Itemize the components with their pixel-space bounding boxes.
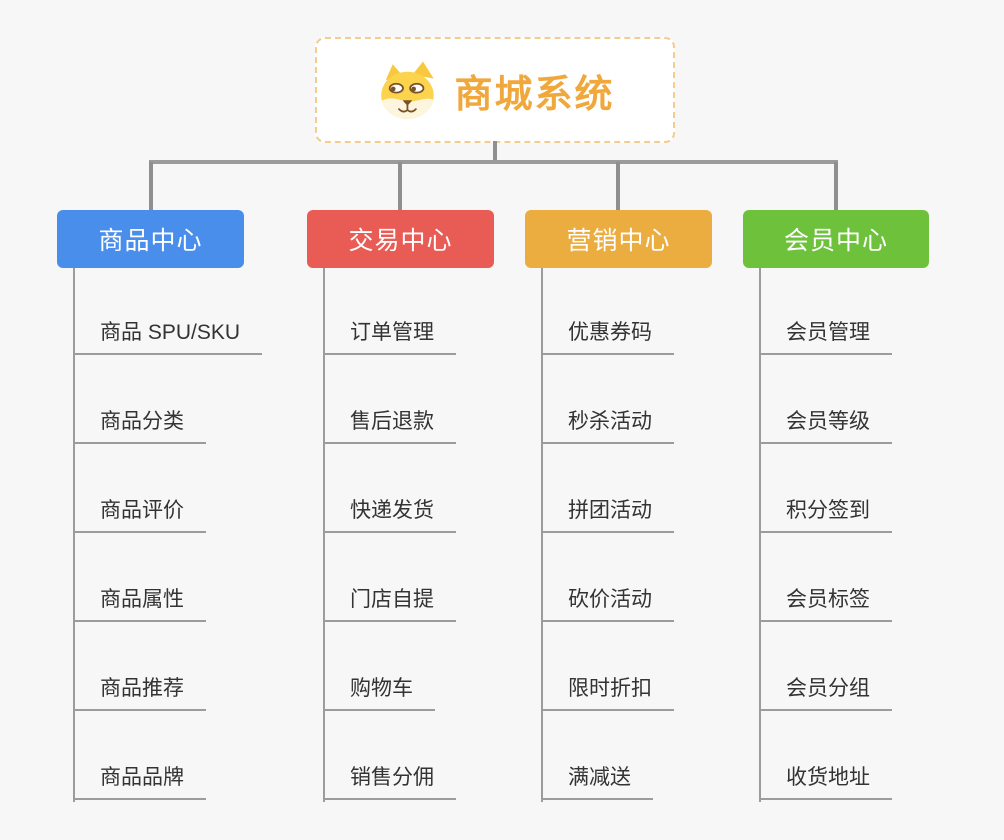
- leaf-node[interactable]: 销售分佣: [323, 765, 456, 800]
- leaf-node[interactable]: 满减送: [541, 765, 653, 800]
- leaf-node[interactable]: 门店自提: [323, 587, 456, 622]
- root-node[interactable]: 商城系统: [315, 37, 675, 143]
- leaf-node[interactable]: 收货地址: [759, 765, 892, 800]
- leaf-node[interactable]: 商品品牌: [73, 765, 206, 800]
- branch-node-members[interactable]: 会员中心: [743, 210, 929, 268]
- leaf-node[interactable]: 商品评价: [73, 498, 206, 533]
- leaf-node[interactable]: 限时折扣: [541, 676, 674, 711]
- leaf-node[interactable]: 砍价活动: [541, 587, 674, 622]
- leaf-node[interactable]: 积分签到: [759, 498, 892, 533]
- connector-branch-spine: [759, 268, 761, 802]
- connector-branch-spine: [323, 268, 325, 802]
- branch-node-marketing[interactable]: 营销中心: [525, 210, 712, 268]
- connector-drop-trade: [398, 162, 402, 210]
- branch-node-trade[interactable]: 交易中心: [307, 210, 494, 268]
- leaf-node[interactable]: 拼团活动: [541, 498, 674, 533]
- leaf-node[interactable]: 商品 SPU/SKU: [73, 320, 263, 355]
- leaf-node[interactable]: 商品推荐: [73, 676, 206, 711]
- connector-branch-spine: [541, 268, 543, 802]
- connector-drop-members: [834, 162, 838, 210]
- branch-node-products[interactable]: 商品中心: [57, 210, 244, 268]
- leaf-node[interactable]: 会员分组: [759, 676, 892, 711]
- root-title: 商城系统: [454, 73, 615, 116]
- connector-branch-spine: [73, 268, 75, 802]
- leaf-node[interactable]: 购物车: [323, 676, 435, 711]
- connector-bus: [149, 160, 838, 164]
- connector-drop-products: [149, 162, 153, 210]
- leaf-node[interactable]: 会员管理: [759, 320, 892, 355]
- doge-icon: [381, 61, 435, 119]
- leaf-node[interactable]: 会员等级: [759, 409, 892, 444]
- connector-root-stem: [493, 141, 497, 162]
- leaf-node[interactable]: 优惠券码: [541, 320, 674, 355]
- leaf-node[interactable]: 商品分类: [73, 409, 206, 444]
- leaf-node[interactable]: 快递发货: [323, 498, 456, 533]
- leaf-node[interactable]: 商品属性: [73, 587, 206, 622]
- connector-drop-marketing: [616, 162, 620, 210]
- leaf-node[interactable]: 会员标签: [759, 587, 892, 622]
- leaf-node[interactable]: 售后退款: [323, 409, 456, 444]
- leaf-node[interactable]: 订单管理: [323, 320, 456, 355]
- leaf-node[interactable]: 秒杀活动: [541, 409, 674, 444]
